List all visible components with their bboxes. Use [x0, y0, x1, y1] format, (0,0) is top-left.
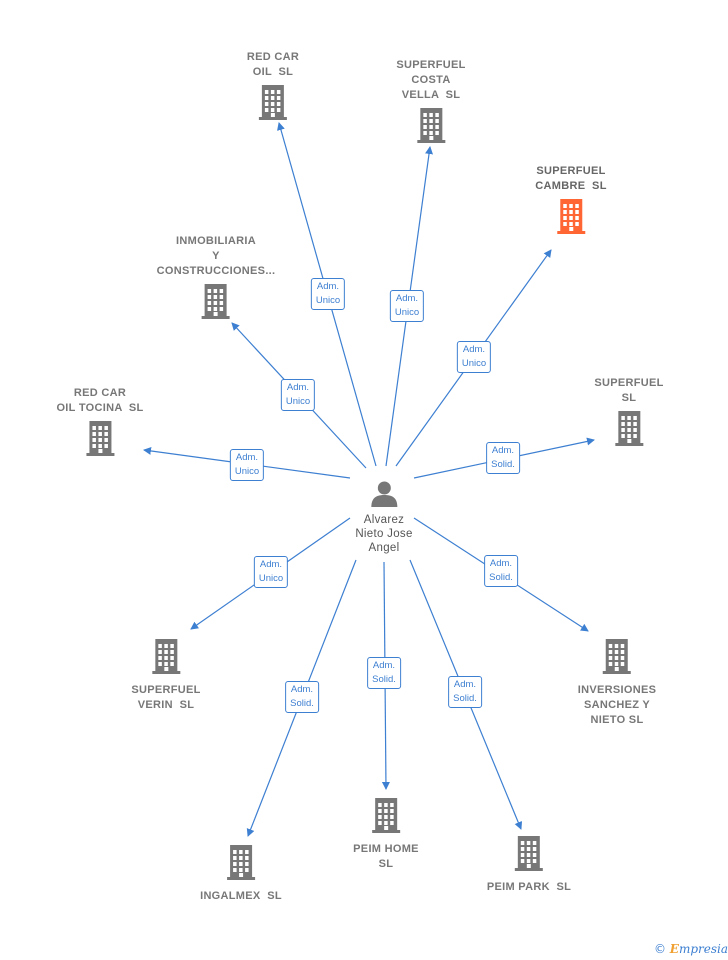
copyright-symbol: ©: [653, 942, 666, 956]
company-name: SUPERFUEL VERIN SL: [131, 684, 201, 711]
building-icon: [514, 835, 544, 876]
role-label-red-car-oil[interactable]: Adm. Unico: [310, 278, 346, 310]
role-label-superfuel-sl[interactable]: Adm. Solid.: [486, 442, 520, 474]
role-label-superfuel-verin[interactable]: Adm. Unico: [253, 556, 289, 588]
building-icon: [416, 107, 446, 148]
role-label-superfuel-costa-vella[interactable]: Adm. Unico: [389, 290, 425, 322]
person-icon: [371, 481, 397, 507]
role-label-peim-park[interactable]: Adm. Solid.: [448, 676, 482, 708]
company-name: SUPERFUEL CAMBRE SL: [535, 165, 607, 192]
company-node-peim-home[interactable]: PEIM HOME SL: [353, 797, 419, 872]
role-label-red-car-oil-tocina[interactable]: Adm. Unico: [229, 449, 265, 481]
building-icon: [226, 844, 256, 885]
company-name: PEIM PARK SL: [486, 881, 572, 893]
company-node-superfuel-sl[interactable]: SUPERFUEL SL: [594, 376, 663, 451]
company-node-superfuel-cambre[interactable]: SUPERFUEL CAMBRE SL: [535, 164, 606, 239]
building-icon: [201, 283, 231, 324]
role-label-peim-home[interactable]: Adm. Solid.: [367, 657, 401, 689]
company-name: SUPERFUEL SL: [594, 377, 664, 404]
role-label-superfuel-cambre[interactable]: Adm. Unico: [456, 341, 492, 373]
company-name: SUPERFUEL COSTA VELLA SL: [396, 59, 466, 101]
brand-footer: © Empresia: [654, 942, 728, 956]
company-name: PEIM HOME SL: [353, 843, 419, 870]
company-name: RED CAR OIL TOCINA SL: [56, 387, 144, 414]
building-icon: [151, 638, 181, 679]
building-icon: [371, 797, 401, 838]
company-node-ingalmex[interactable]: INGALMEX SL: [200, 844, 282, 904]
building-icon: [258, 84, 288, 125]
company-node-peim-park[interactable]: PEIM PARK SL: [487, 835, 571, 895]
role-label-inversiones[interactable]: Adm. Solid.: [484, 555, 518, 587]
company-node-red-car-oil[interactable]: RED CAR OIL SL: [247, 50, 299, 125]
company-node-inmobiliaria[interactable]: INMOBILIARIA Y CONSTRUCCIONES...: [157, 234, 276, 324]
role-label-inmobiliaria[interactable]: Adm. Unico: [280, 379, 316, 411]
company-node-superfuel-costa-vella[interactable]: SUPERFUEL COSTA VELLA SL: [396, 58, 465, 148]
building-icon: [602, 638, 632, 679]
company-name: INVERSIONES SANCHEZ Y NIETO SL: [577, 684, 657, 726]
company-node-superfuel-verin[interactable]: SUPERFUEL VERIN SL: [131, 638, 200, 713]
center-person[interactable]: Alvarez Nieto Jose Angel: [355, 478, 412, 555]
brand-name: mpresia: [678, 942, 728, 956]
brand-initial: E: [669, 942, 679, 956]
company-name: RED CAR OIL SL: [246, 51, 300, 78]
role-label-ingalmex[interactable]: Adm. Solid.: [285, 681, 319, 713]
building-icon: [556, 198, 586, 239]
building-icon: [614, 410, 644, 451]
company-node-inversiones[interactable]: INVERSIONES SANCHEZ Y NIETO SL: [578, 638, 657, 728]
company-node-red-car-oil-tocina[interactable]: RED CAR OIL TOCINA SL: [56, 386, 143, 461]
company-name: INMOBILIARIA Y CONSTRUCCIONES...: [156, 235, 276, 277]
person-name: Alvarez Nieto Jose Angel: [355, 514, 413, 554]
building-icon: [85, 420, 115, 461]
company-name: INGALMEX SL: [200, 890, 282, 902]
